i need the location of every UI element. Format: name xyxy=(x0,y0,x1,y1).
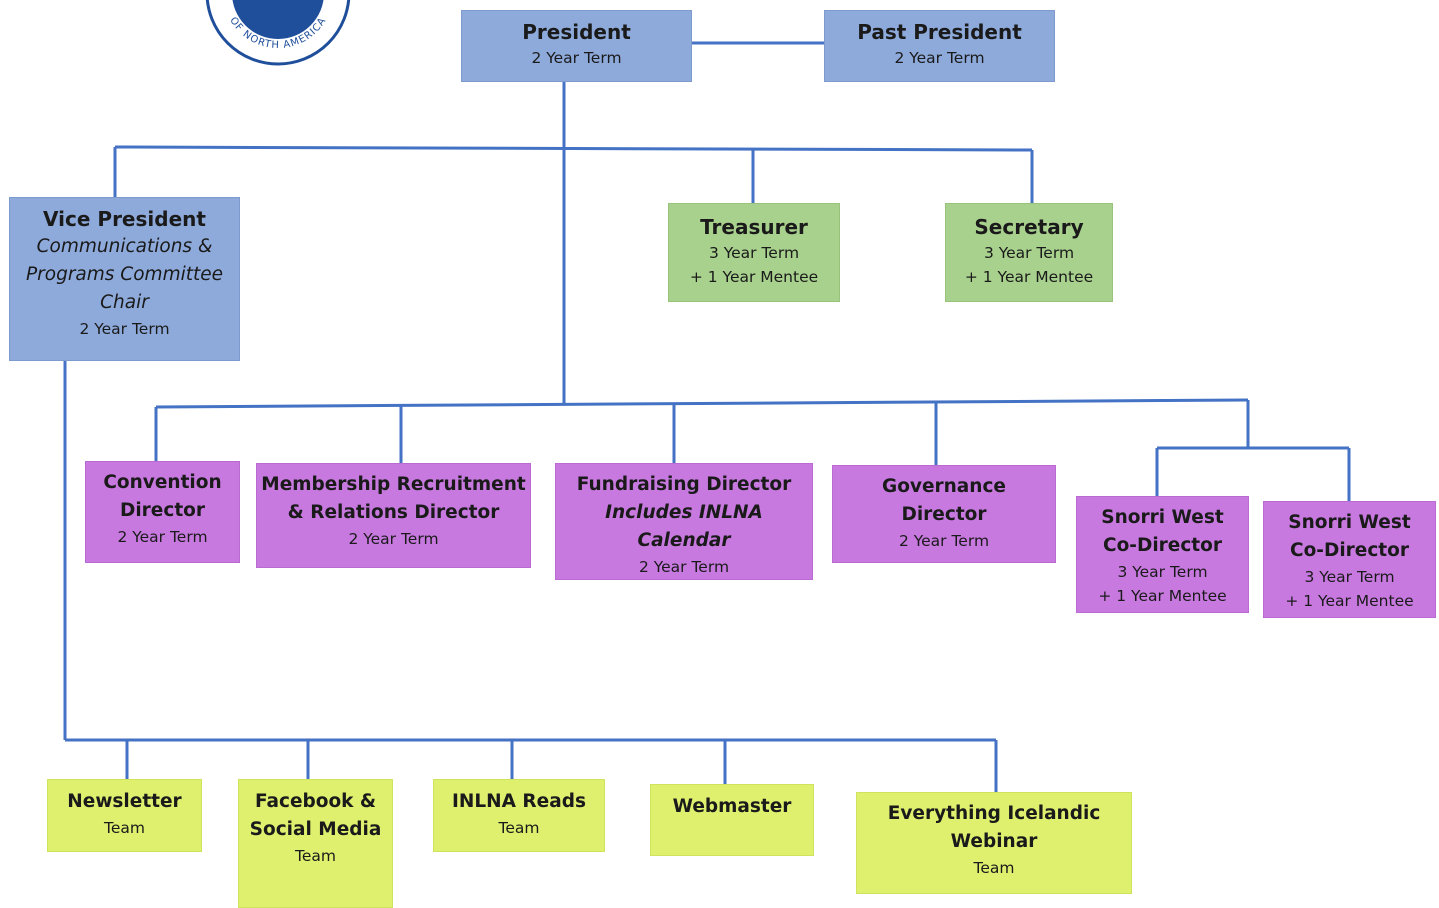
secretary-title: Secretary xyxy=(974,215,1084,239)
vice-president-box: Vice President Communications & Programs… xyxy=(9,197,240,361)
snorri-west-1-term: 3 Year Term xyxy=(1117,563,1208,581)
snorri-west-2-line2: Co-Director xyxy=(1290,540,1409,561)
governance-director-term: 2 Year Term xyxy=(898,532,990,550)
vice-president-term: 2 Year Term xyxy=(79,320,170,338)
secretary-term: 3 Year Term xyxy=(983,244,1075,262)
treasurer-mentee: + 1 Year Mentee xyxy=(689,268,819,286)
webinar-team-box: Everything Icelandic Webinar Team xyxy=(856,792,1132,894)
convention-director-line2: Director xyxy=(119,500,205,521)
vice-president-role-line3: Chair xyxy=(100,292,149,313)
past-president-box: Past President 2 Year Term xyxy=(824,10,1055,82)
inlna-logo: OF NORTH AMERICA xyxy=(205,0,351,66)
snorri-west-2-mentee: + 1 Year Mentee xyxy=(1285,592,1414,610)
snorri-west-1-line2: Co-Director xyxy=(1103,535,1222,556)
governance-director-line2: Director xyxy=(901,504,987,525)
vice-president-title: Vice President xyxy=(43,207,206,231)
snorri-west-codirector-1-box: Snorri West Co-Director 3 Year Term + 1 … xyxy=(1076,496,1249,613)
snorri-west-2-line1: Snorri West xyxy=(1288,512,1411,533)
secretary-box: Secretary 3 Year Term + 1 Year Mentee xyxy=(945,203,1113,302)
connector-director-bus xyxy=(155,398,1249,409)
secretary-mentee: + 1 Year Mentee xyxy=(964,268,1094,286)
convention-director-line1: Convention xyxy=(103,472,222,493)
treasurer-term: 3 Year Term xyxy=(708,244,800,262)
membership-director-box: Membership Recruitment & Relations Direc… xyxy=(256,463,531,568)
webinar-team-sub: Team xyxy=(973,859,1015,877)
fundraising-director-box: Fundraising Director Includes INLNA Cale… xyxy=(555,463,813,580)
treasurer-box: Treasurer 3 Year Term + 1 Year Mentee xyxy=(668,203,840,302)
newsletter-team-line1: Newsletter xyxy=(67,791,182,812)
membership-director-term: 2 Year Term xyxy=(348,530,439,548)
webinar-team-line2: Webinar xyxy=(950,831,1038,852)
vice-president-role-line2: Programs Committee xyxy=(26,264,223,285)
facebook-team-line2: Social Media xyxy=(249,819,382,840)
facebook-team-box: Facebook & Social Media Team xyxy=(238,779,393,908)
facebook-team-sub: Team xyxy=(295,847,336,865)
newsletter-team-sub: Team xyxy=(104,819,145,837)
president-box: President 2 Year Term xyxy=(461,10,692,82)
fundraising-director-note1: Includes INLNA xyxy=(605,502,763,523)
webmaster-box: Webmaster xyxy=(650,784,814,856)
webmaster-line1: Webmaster xyxy=(672,796,792,817)
governance-director-box: Governance Director 2 Year Term xyxy=(832,465,1056,563)
vice-president-role-line1: Communications & xyxy=(36,236,213,257)
president-title: President xyxy=(522,20,631,44)
membership-director-line1: Membership Recruitment xyxy=(261,474,526,495)
webinar-team-line1: Everything Icelandic xyxy=(887,803,1101,824)
membership-director-line2: & Relations Director xyxy=(287,502,500,523)
connector-officer-bus xyxy=(114,145,1033,152)
convention-director-term: 2 Year Term xyxy=(117,528,208,546)
snorri-west-2-term: 3 Year Term xyxy=(1304,568,1395,586)
snorri-west-codirector-2-box: Snorri West Co-Director 3 Year Term + 1 … xyxy=(1263,501,1436,618)
past-president-title: Past President xyxy=(857,20,1022,44)
fundraising-director-term: 2 Year Term xyxy=(638,558,730,576)
past-president-term: 2 Year Term xyxy=(894,49,985,67)
facebook-team-line1: Facebook & xyxy=(254,791,377,812)
snorri-west-1-mentee: + 1 Year Mentee xyxy=(1098,587,1227,605)
governance-director-line1: Governance xyxy=(882,476,1006,497)
treasurer-title: Treasurer xyxy=(700,215,808,239)
newsletter-team-box: Newsletter Team xyxy=(47,779,202,852)
inlna-reads-team-sub: Team xyxy=(498,819,540,837)
snorri-west-1-line1: Snorri West xyxy=(1101,507,1224,528)
fundraising-director-line1: Fundraising Director xyxy=(576,474,792,495)
inlna-reads-team-box: INLNA Reads Team xyxy=(433,779,605,852)
fundraising-director-note2: Calendar xyxy=(637,530,731,551)
president-term: 2 Year Term xyxy=(531,49,622,67)
inlna-reads-team-line1: INLNA Reads xyxy=(452,791,586,812)
convention-director-box: Convention Director 2 Year Term xyxy=(85,461,240,563)
